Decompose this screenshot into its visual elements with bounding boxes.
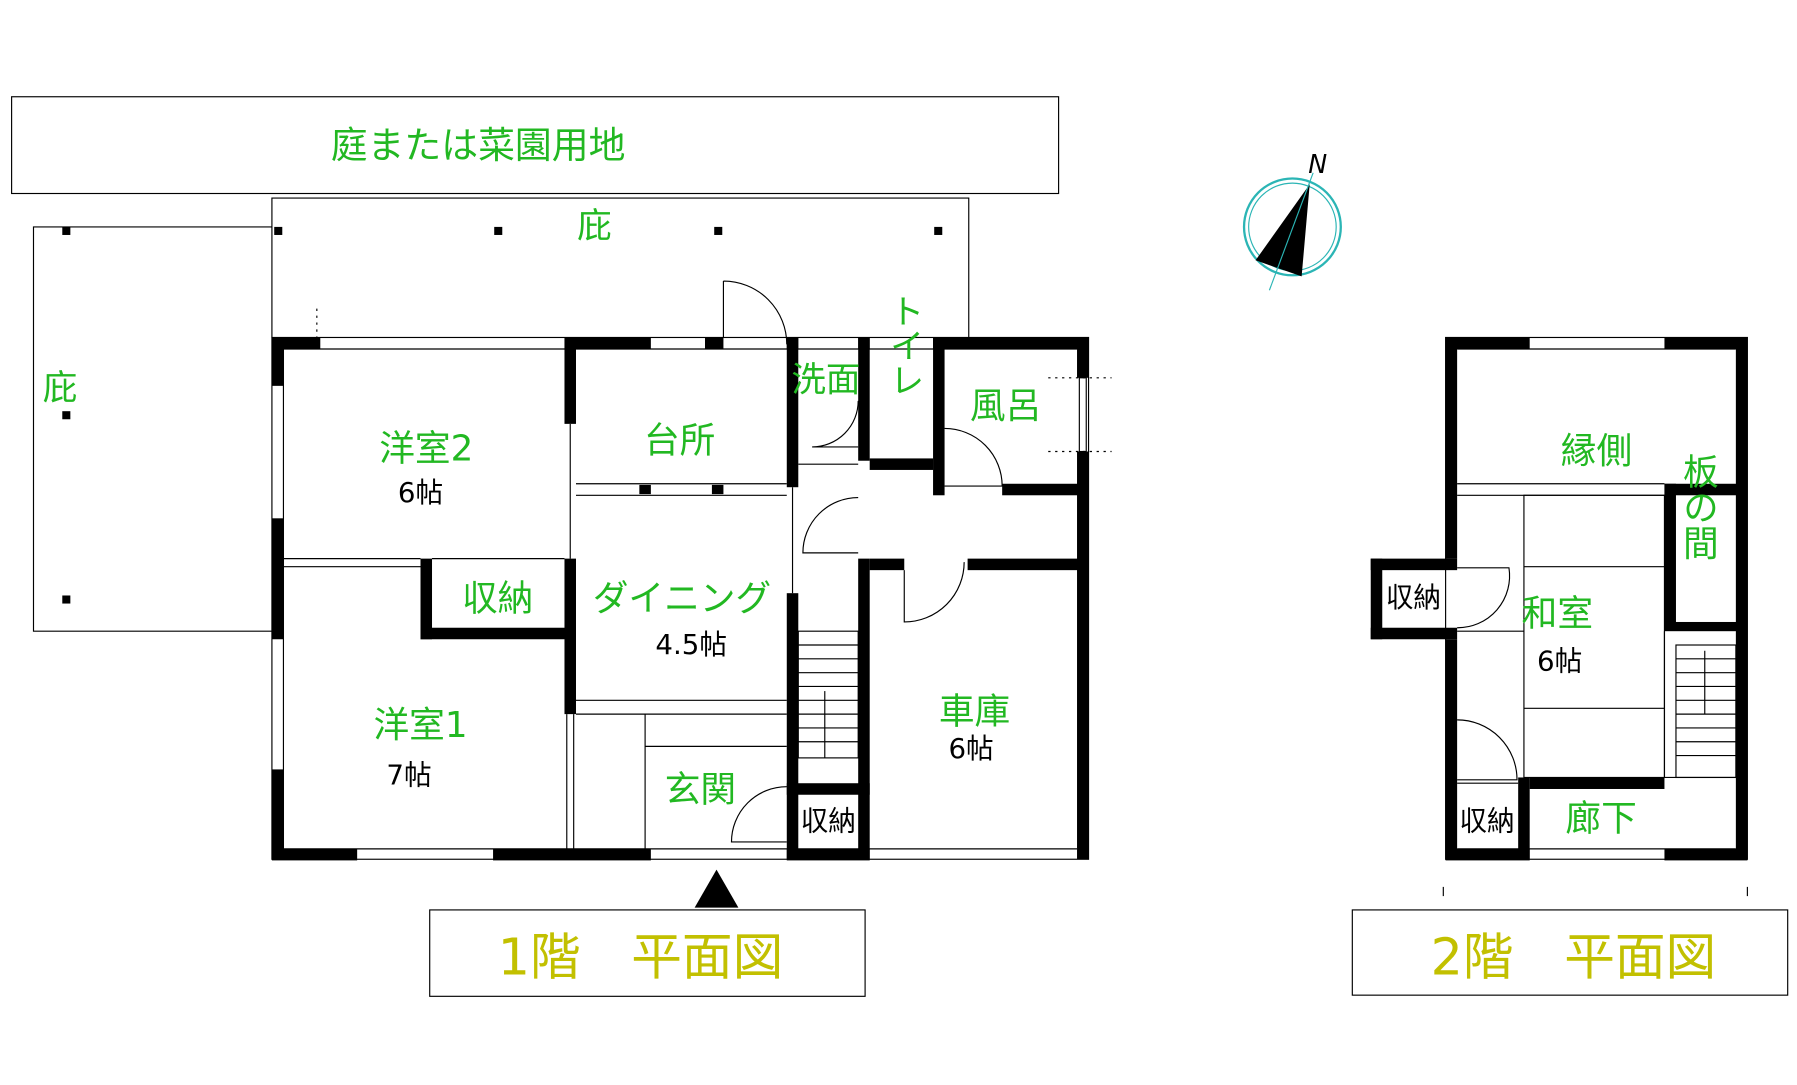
eaves-top (271, 197, 970, 338)
floor1-labels: 洋室2 6帖 台所 洗面 トイレ 風呂 収納 ダイニング 4.5帖 洋室1 7帖… (373, 294, 1041, 838)
eaves-top-label: 庇 (577, 206, 612, 246)
room-washroom: 洗面 (791, 361, 860, 401)
eaves-left-label: 庇 (43, 369, 78, 409)
entrance-marker-icon (694, 869, 739, 908)
floor2-labels: 縁側 板の間 収納 和室 6帖 収納 廊下 (1386, 431, 1719, 839)
garden-label: 庭または菜園用地 (331, 124, 626, 167)
room-japanese: 和室 (1522, 593, 1593, 634)
floor2-title-box (1351, 909, 1789, 996)
room-garage: 車庫 (939, 691, 1010, 732)
room-hallway: 廊下 (1565, 798, 1636, 839)
floor2-title: 2階 平面図 (1431, 927, 1717, 986)
room-bath: 風呂 (970, 386, 1041, 427)
room-storage-a-2f: 収納 (1386, 581, 1441, 614)
room-western1: 洋室1 (373, 705, 467, 746)
room-western2: 洋室2 (379, 429, 473, 470)
size-garage: 6帖 (948, 732, 993, 765)
size-western2: 6帖 (398, 476, 443, 509)
north-compass-icon: N (1242, 149, 1342, 291)
garden-area (11, 96, 1060, 195)
floor1-title-box (429, 909, 866, 997)
room-dining: ダイニング (593, 578, 771, 619)
room-storage-b-2f: 収納 (1459, 804, 1514, 837)
room-toilet: トイレ (883, 294, 923, 398)
size-japanese: 6帖 (1537, 644, 1582, 677)
room-entrance: 玄関 (665, 770, 736, 811)
floor1-walls (271, 280, 1112, 861)
room-wood-room: 板の間 (1677, 453, 1718, 560)
north-label: N (1308, 149, 1327, 179)
size-western1: 7帖 (386, 758, 431, 791)
floor1-title: 1階 平面図 (498, 927, 784, 986)
floor2-walls (1370, 336, 1748, 897)
room-veranda: 縁側 (1561, 431, 1632, 472)
eaves-posts (62, 226, 943, 604)
room-storage-a: 収納 (462, 578, 533, 619)
eaves-left (32, 226, 272, 632)
room-storage-b: 収納 (801, 804, 856, 837)
room-kitchen: 台所 (644, 421, 715, 462)
size-dining: 4.5帖 (655, 628, 727, 661)
